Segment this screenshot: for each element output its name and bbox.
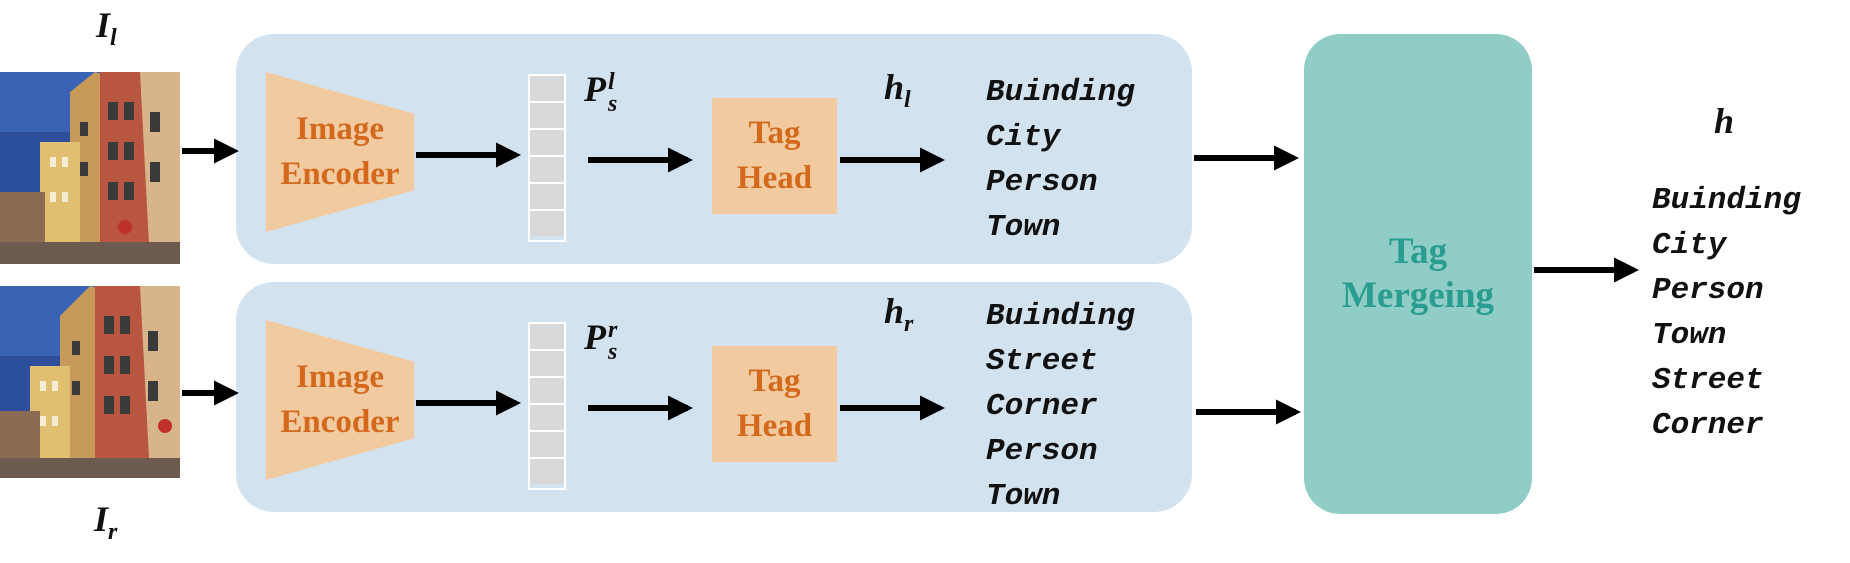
prompt-vector-left	[528, 74, 566, 242]
prompt-vector-right	[528, 322, 566, 490]
tag-item: Corner	[1652, 408, 1764, 443]
tag-item: City	[986, 120, 1061, 155]
tag-merging-block: Tag Mergeing	[1304, 34, 1532, 514]
tag-item: Corner	[986, 389, 1098, 424]
output-symbol-right: hr	[884, 291, 914, 338]
tag-item: Town	[986, 210, 1061, 245]
tag-item: City	[1652, 228, 1727, 263]
tag-item: Person	[1652, 273, 1764, 308]
tag-head-right: Tag Head	[712, 346, 837, 462]
input-symbol-right: Ir	[94, 499, 118, 546]
tag-head-left: Tag Head	[712, 98, 837, 214]
tag-list-left: Buinding City Person Town	[986, 70, 1135, 250]
tag-item: Buinding	[986, 299, 1135, 334]
street-photo-left	[0, 72, 180, 264]
output-symbol-left: hl	[884, 67, 911, 114]
input-symbol-left: Il	[96, 5, 117, 52]
tag-item: Street	[986, 344, 1098, 379]
tag-list-right: Buinding Street Corner Person Town	[986, 294, 1135, 519]
tag-item: Town	[986, 479, 1061, 514]
tag-item: Buinding	[986, 75, 1135, 110]
tag-item: Town	[1652, 318, 1727, 353]
final-output-symbol: h	[1714, 101, 1735, 141]
tag-item: Street	[1652, 363, 1764, 398]
final-tag-list: Buinding City Person Town Street Corner	[1652, 178, 1801, 448]
tag-item: Person	[986, 165, 1098, 200]
tag-item: Buinding	[1652, 183, 1801, 218]
tag-item: Person	[986, 434, 1098, 469]
street-photo-right	[0, 286, 180, 478]
